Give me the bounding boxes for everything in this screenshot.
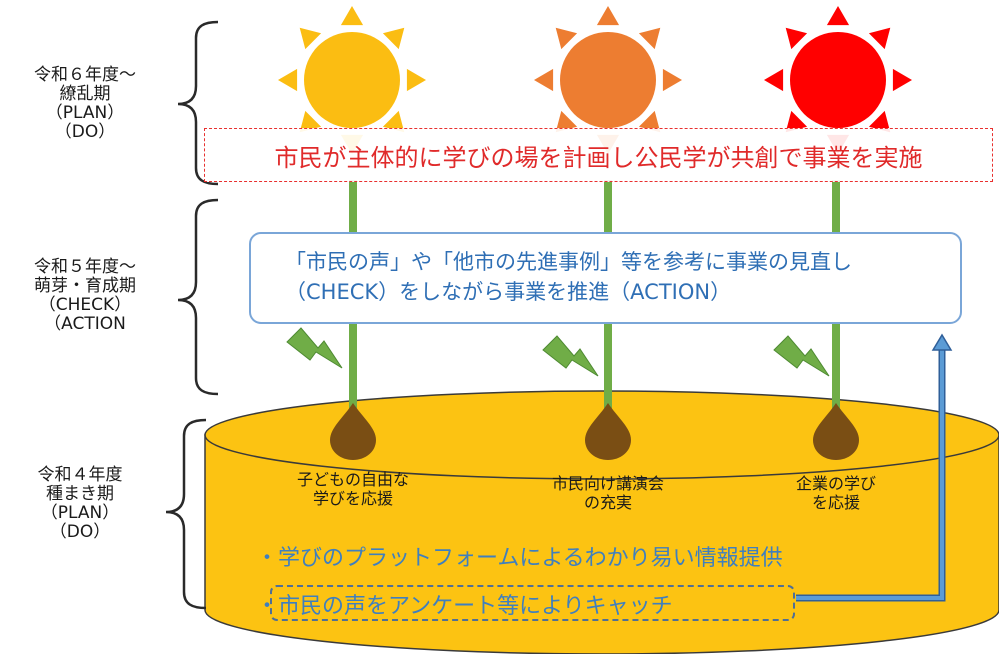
stage-2023-line3: （CHECK） [38,295,132,315]
seed-label-children-line2: 学びを応援 [312,489,393,508]
middle-banner: 「市民の声」や「他市の先進事例」等を参考に事業の見直し （CHECK）をしながら… [249,232,962,324]
sun-red-ray [764,68,784,92]
sun-orange-ray [662,68,682,92]
stage-2022-line2: 種まき期 [46,484,114,504]
middle-banner-line2: （CHECK）をしながら事業を推進（ACTION） [285,280,732,304]
seed-label-companies-line1: 企業の学び [795,474,876,493]
stage-2022-line1: 令和４年度 [37,465,123,485]
sun-red-ray [785,110,808,133]
seed-right [813,403,859,460]
stage-2024-line1: 令和６年度～ [34,65,136,85]
feedback-arrow-head [931,333,953,351]
sun-red [764,6,912,154]
sun-orange-ray [638,110,661,133]
top-banner: 市民が主体的に学びの場を計画し公民学が共創で事業を実施 [204,128,993,182]
seeds [330,403,859,460]
stage-label-2023: 令和５年度～ 萌芽・育成期 （CHECK） （ACTION [0,258,170,334]
sprouts [286,327,830,377]
stage-2024-line2: 繚乱期 [59,84,111,104]
sun-red-disc [790,32,886,128]
seed-label-children: 子どもの自由な 学びを応援 [273,470,433,508]
bullet-platform-info: ・学びのプラットフォームによるわかり易い情報提供 [256,546,783,571]
sun-red-ray [868,27,891,50]
seed-left [330,403,376,460]
sun-yellow-ray [406,68,426,92]
sprout-right [773,335,830,377]
sun-orange-disc [560,32,656,128]
seed-label-lectures-line2: の充実 [583,493,632,512]
sun-yellow-ray [382,110,405,133]
stage-braces [165,20,219,610]
feedback-arrow [796,333,953,602]
stage-2023-line1: 令和５年度～ [34,257,136,277]
stage-2023-line2: 萌芽・育成期 [34,276,136,296]
sun-yellow-ray [340,6,364,26]
sun-red-ray [826,6,850,26]
seed-label-companies: 企業の学び を応援 [776,474,896,512]
sun-red-ray [892,68,912,92]
sun-orange-ray [596,6,620,26]
brace-bottom [165,418,207,610]
brace-top [177,20,219,186]
stage-2024-line3: （PLAN） [45,103,125,123]
sun-yellow-ray [299,110,322,133]
sun-orange-ray [555,27,578,50]
sun-yellow-ray [278,68,298,92]
seed-label-lectures: 市民向け講演会 の充実 [528,474,688,512]
brace-middle [177,198,219,396]
sprout-center [542,335,599,377]
stage-2024-line4: （DO） [54,122,116,142]
catch-highlight-box [270,585,795,621]
middle-banner-line1: 「市民の声」や「他市の先進事例」等を参考に事業の見直し [285,250,852,274]
stage-2022-line3: （PLAN） [40,503,120,523]
stage-label-2024: 令和６年度～ 繚乱期 （PLAN） （DO） [0,66,170,142]
seed-center [585,403,631,460]
sun-yellow-ray [382,27,405,50]
sun-red-ray [868,110,891,133]
sun-orange-ray [638,27,661,50]
seed-label-lectures-line1: 市民向け講演会 [551,474,664,493]
sun-yellow-ray [299,27,322,50]
sun-orange-ray [534,68,554,92]
bullet-citizen-voice: ・市民の声をアンケート等によりキャッチ [256,594,673,619]
sun-red-ray [785,27,808,50]
sun-yellow-disc [304,32,400,128]
stage-2023-line4: （ACTION [44,314,126,334]
sun-orange-ray [555,110,578,133]
stage-label-2022: 令和４年度 種まき期 （PLAN） （DO） [0,466,160,542]
seed-label-children-line1: 子どもの自由な [296,470,409,489]
sprout-left [286,327,343,369]
stage-2022-line4: （DO） [49,522,111,542]
seed-label-companies-line2: を応援 [811,493,860,512]
